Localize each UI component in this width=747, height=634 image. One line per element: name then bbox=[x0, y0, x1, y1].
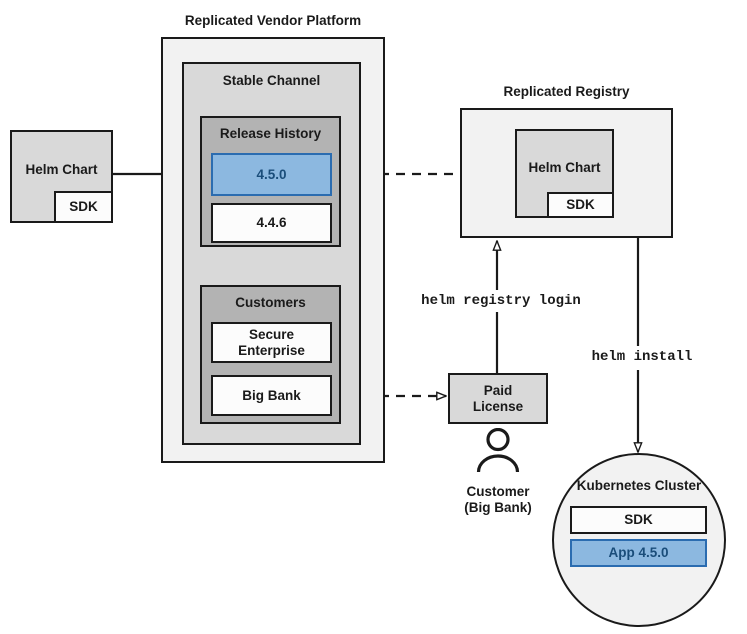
vendor-platform-title: Replicated Vendor Platform bbox=[184, 13, 362, 28]
cluster-component-label: App 4.5.0 bbox=[608, 545, 669, 561]
paid-license-box[interactable]: Paid License bbox=[448, 373, 548, 424]
customer-item-label: Big Bank bbox=[242, 387, 301, 403]
registry-sdk-label: SDK bbox=[566, 197, 595, 213]
release-history-title: Release History bbox=[219, 126, 322, 141]
release-version-label: 4.5.0 bbox=[256, 166, 287, 182]
registry-helm-chart-label: Helm Chart bbox=[528, 159, 601, 175]
release-version-label: 4.4.6 bbox=[256, 215, 287, 231]
customer-item-label: Secure Enterprise bbox=[238, 326, 305, 358]
registry-title: Replicated Registry bbox=[503, 84, 630, 99]
customer-actor-label: Customer (Big Bank) bbox=[464, 484, 532, 516]
source-helm-chart-label: Helm Chart bbox=[25, 161, 98, 177]
helm-registry-login-label: helm registry login bbox=[397, 292, 605, 310]
cluster-component-sdk[interactable]: SDK bbox=[570, 506, 707, 534]
release-item-4-5-0[interactable]: 4.5.0 bbox=[211, 153, 332, 196]
paid-license-label: Paid License bbox=[472, 382, 524, 414]
kubernetes-cluster-title: Kubernetes Cluster bbox=[576, 478, 702, 493]
release-item-4-4-6[interactable]: 4.4.6 bbox=[211, 203, 332, 243]
stable-channel-title: Stable Channel bbox=[222, 73, 321, 88]
person-icon bbox=[476, 428, 520, 473]
source-sdk-label: SDK bbox=[69, 199, 98, 215]
helm-install-label: helm install bbox=[573, 348, 711, 366]
customers-title: Customers bbox=[235, 295, 306, 310]
cluster-component-app[interactable]: App 4.5.0 bbox=[570, 539, 707, 567]
registry-sdk-box[interactable]: SDK bbox=[547, 192, 614, 218]
source-sdk-box[interactable]: SDK bbox=[54, 191, 113, 223]
cluster-component-label: SDK bbox=[624, 512, 653, 528]
customer-item-big-bank[interactable]: Big Bank bbox=[211, 375, 332, 416]
customer-item-secure-enterprise[interactable]: Secure Enterprise bbox=[211, 322, 332, 363]
